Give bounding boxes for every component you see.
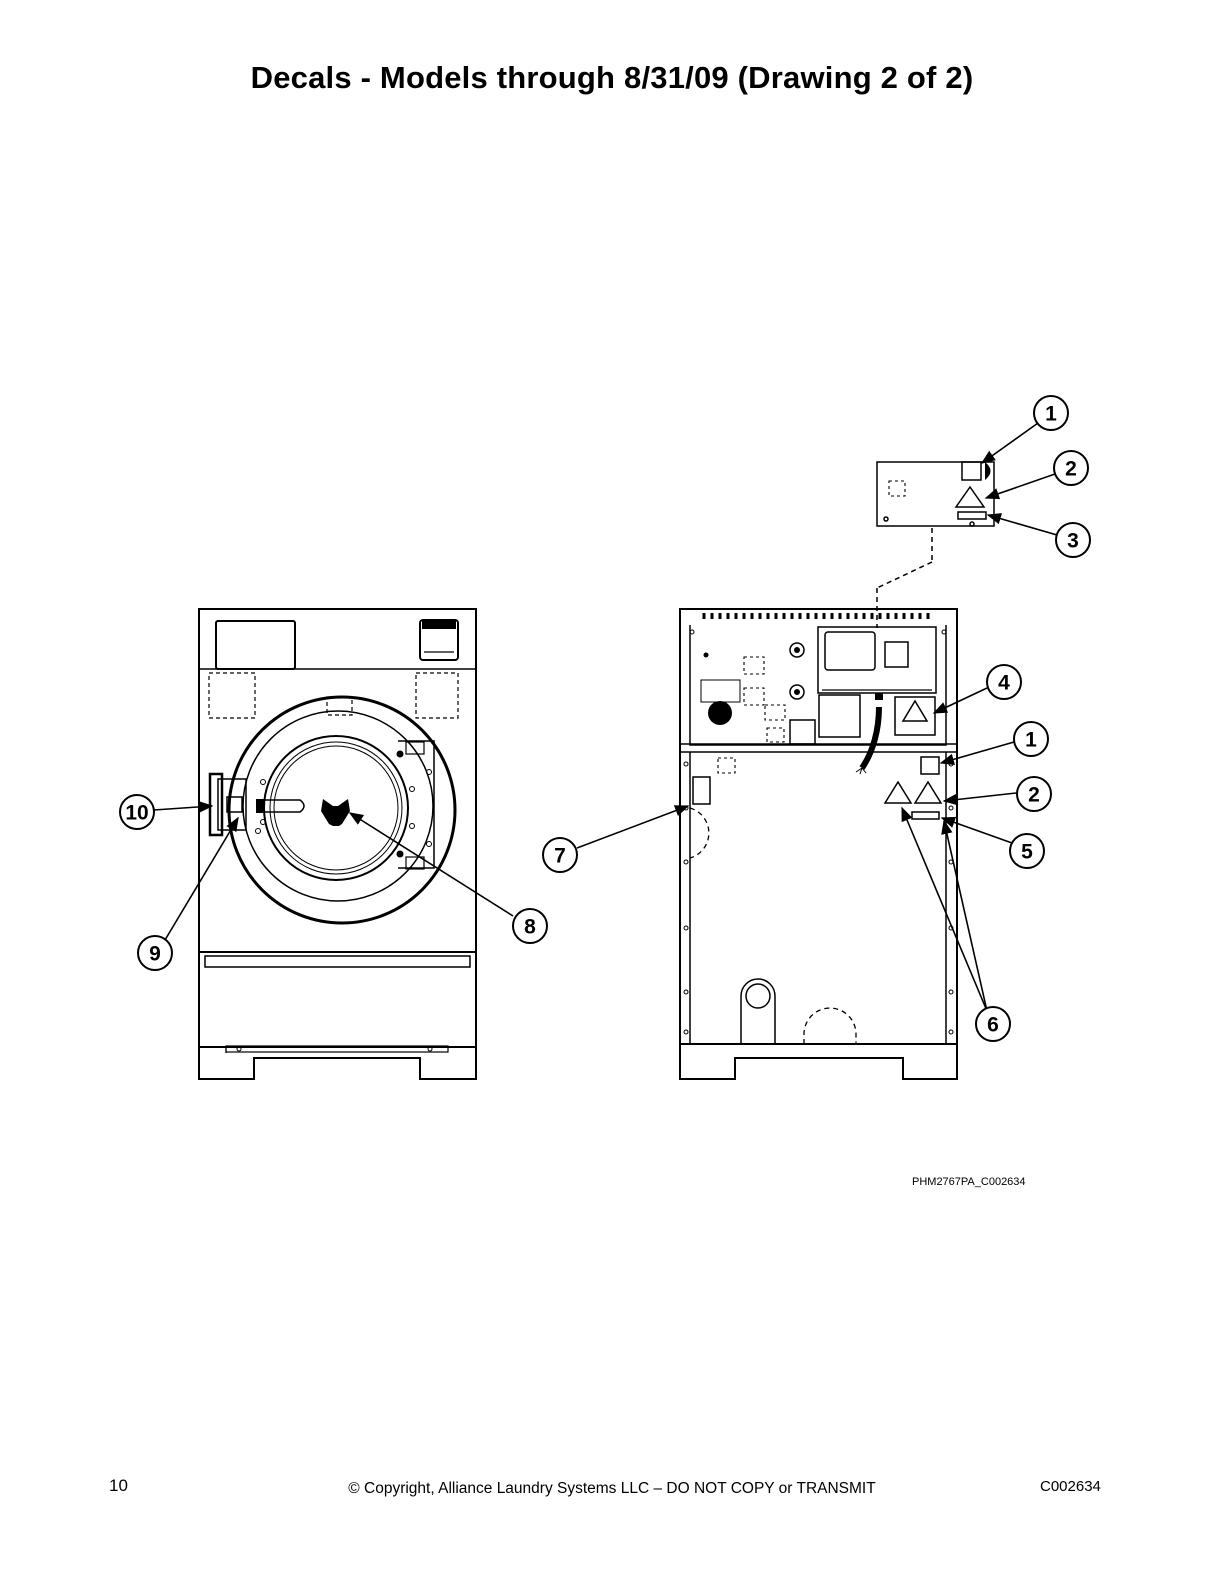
leader-c9: [164, 816, 239, 941]
brand-logo-icon: [321, 799, 350, 826]
callout-5: 5: [1009, 833, 1045, 869]
leader-c6-b: [941, 819, 988, 1012]
svg-text:3: 3: [1067, 530, 1079, 553]
page-number: 10: [109, 1476, 128, 1495]
leader-c5: [940, 816, 1013, 844]
page-title: Decals - Models through 8/31/09 (Drawing…: [250, 60, 974, 95]
svg-text:1: 1: [1025, 729, 1037, 752]
svg-text:2: 2: [1028, 784, 1040, 807]
svg-text:8: 8: [524, 916, 536, 939]
callout-3: 3: [1055, 522, 1091, 558]
svg-text:1: 1: [1045, 403, 1057, 426]
callout-1-rear: 1: [1013, 721, 1049, 757]
svg-text:10: 10: [125, 802, 148, 825]
svg-text:6: 6: [987, 1014, 999, 1037]
leader-c4: [932, 687, 988, 714]
document-code: C002634: [1040, 1478, 1101, 1495]
svg-text:5: 5: [1021, 841, 1033, 864]
callout-10: 10: [119, 794, 155, 830]
figure-id: PHM2767PA_C002634: [912, 1176, 1026, 1188]
callout-2-rear: 2: [1016, 776, 1052, 812]
callout-1-top: 1: [1033, 395, 1069, 431]
svg-text:4: 4: [998, 672, 1010, 695]
leader-c8: [348, 812, 514, 917]
callout-2-top: 2: [1053, 450, 1089, 486]
callout-9: 9: [137, 935, 173, 971]
leader-c2-rear: [942, 792, 1017, 806]
control-panel-detail: [876, 461, 995, 628]
svg-text:7: 7: [554, 845, 566, 868]
rear-view-washer: [679, 608, 958, 1080]
svg-text:9: 9: [149, 943, 161, 966]
leader-c1-top: [980, 422, 1039, 464]
leader-c7: [576, 805, 690, 849]
leader-c2-top: [984, 473, 1056, 500]
leader-c1-rear: [939, 741, 1015, 765]
leader-c6-a: [901, 806, 988, 1012]
callout-7: 7: [542, 837, 578, 873]
leader-c3: [986, 513, 1058, 536]
front-view-washer: [198, 608, 477, 1080]
copyright-notice: © Copyright, Alliance Laundry Systems LL…: [348, 1480, 876, 1497]
callout-6: 6: [975, 1006, 1011, 1042]
svg-text:2: 2: [1065, 458, 1077, 481]
callout-8: 8: [512, 908, 548, 944]
leader-c10: [153, 801, 214, 813]
callout-4: 4: [986, 664, 1022, 700]
